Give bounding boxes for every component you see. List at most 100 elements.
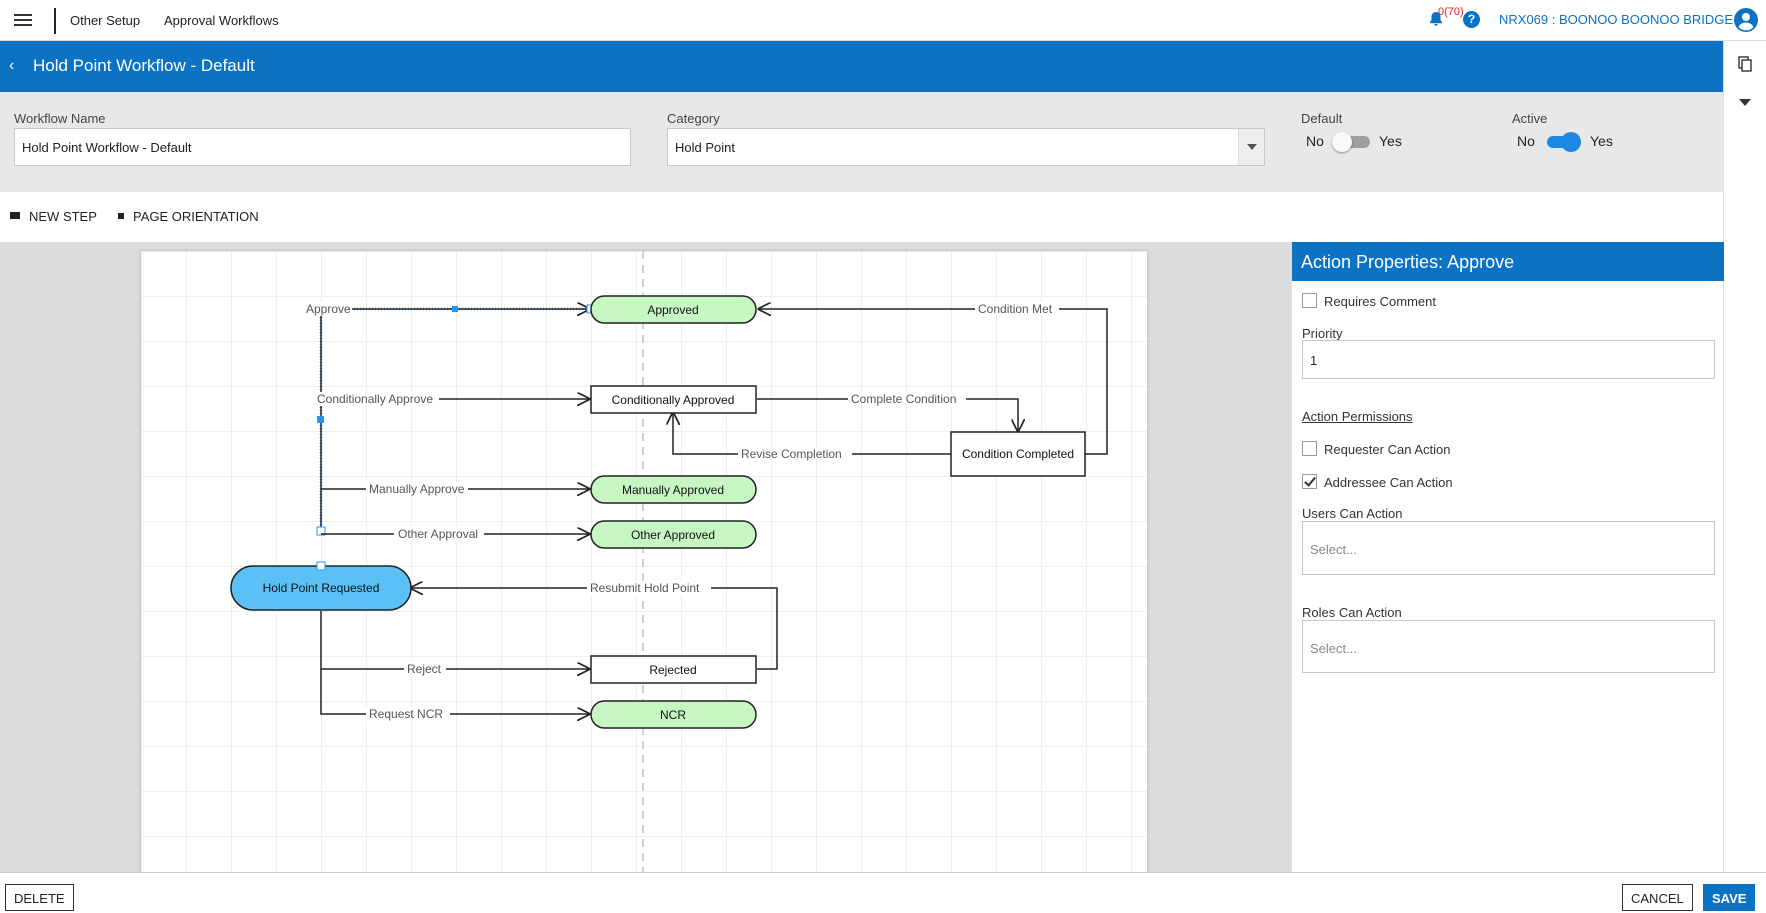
category-value: Hold Point (675, 140, 735, 155)
addressee-can-action-label: Addressee Can Action (1324, 475, 1453, 490)
copy-icon[interactable] (1738, 56, 1752, 72)
node-hold-point-requested[interactable]: Hold Point Requested (230, 565, 412, 611)
chevron-down-icon[interactable] (1238, 129, 1264, 165)
requires-comment-checkbox[interactable] (1302, 293, 1317, 308)
edge-label-conditionally-approve[interactable]: Conditionally Approve (317, 392, 433, 406)
default-toggle-knob (1332, 132, 1352, 152)
edge-request-ncr-line[interactable] (320, 669, 589, 714)
edge-label-reject[interactable]: Reject (407, 662, 442, 676)
notification-count: 0(70) (1438, 6, 1464, 18)
page-orientation-button[interactable]: PAGE ORIENTATION (118, 209, 259, 224)
edge-revise-completion-line[interactable] (673, 413, 951, 455)
workflow-form: Workflow Name Hold Point Workflow - Defa… (0, 92, 1723, 192)
cancel-button[interactable]: CANCEL (1622, 884, 1693, 911)
bell-icon[interactable] (1428, 11, 1444, 27)
new-step-button[interactable]: NEW STEP (10, 209, 97, 224)
edge-label-complete-condition[interactable]: Complete Condition (851, 392, 956, 406)
node-rejected[interactable]: Rejected (590, 655, 757, 684)
node-other-approved[interactable]: Other Approved (590, 520, 757, 549)
diagram-canvas[interactable]: Approve Conditionally Approve Manually A… (0, 242, 1291, 872)
users-can-action-select[interactable]: Select... (1302, 521, 1715, 575)
top-bar: Other Setup Approval Workflows 0(70) ? N… (0, 0, 1766, 41)
roles-can-action-select[interactable]: Select... (1302, 620, 1715, 673)
edge-complete-condition-line[interactable] (757, 398, 1018, 431)
selection-handle[interactable] (317, 416, 324, 423)
edge-label-bg (738, 447, 852, 461)
selection-handle[interactable] (316, 526, 326, 536)
node-approved[interactable]: Approved (590, 295, 757, 324)
edge-label-bg (366, 707, 450, 721)
user-avatar-icon[interactable] (1734, 8, 1758, 32)
node-shape (590, 700, 757, 729)
delete-button[interactable]: DELETE (5, 884, 74, 911)
page-title: Hold Point Workflow - Default (33, 56, 255, 75)
hamburger-menu-icon[interactable] (14, 11, 32, 29)
node-manually-approved[interactable]: Manually Approved (590, 475, 757, 504)
help-icon[interactable]: ? (1463, 11, 1480, 28)
edge-label-condition-met[interactable]: Condition Met (978, 302, 1053, 316)
footer-bar: DELETE CANCEL SAVE (0, 872, 1766, 913)
breadcrumb-other-setup[interactable]: Other Setup (70, 13, 141, 28)
active-no-label: No (1517, 133, 1535, 149)
node-label: NCR (660, 708, 686, 722)
edge-label-manually-approve[interactable]: Manually Approve (369, 482, 465, 496)
active-yes-label: Yes (1590, 133, 1613, 149)
edge-label-other-approval[interactable]: Other Approval (398, 527, 478, 541)
active-toggle[interactable] (1543, 132, 1581, 152)
requester-can-action-label: Requester Can Action (1324, 442, 1451, 457)
edge-reject-line[interactable] (320, 611, 589, 669)
node-condition-completed[interactable]: Condition Completed (950, 431, 1086, 477)
default-yes-label: Yes (1379, 133, 1402, 149)
diagram-toolbar: NEW STEP PAGE ORIENTATION (0, 192, 1723, 242)
workflow-diagram: Approve Conditionally Approve Manually A… (230, 251, 1108, 872)
node-ncr[interactable]: NCR (590, 700, 757, 729)
active-label: Active (1512, 111, 1548, 126)
breadcrumb-approval-workflows[interactable]: Approval Workflows (164, 13, 279, 28)
workflow-name-input[interactable]: Hold Point Workflow - Default (14, 128, 631, 166)
edge-approve-selection (319, 307, 589, 531)
divider (54, 8, 56, 34)
node-label: Other Approved (631, 528, 715, 542)
roles-can-action-label: Roles Can Action (1302, 605, 1402, 620)
addressee-can-action-checkbox[interactable] (1302, 474, 1317, 489)
back-chevron-icon[interactable]: ‹ (9, 57, 15, 74)
edge-label-bg (975, 302, 1059, 316)
edge-label-bg (848, 392, 966, 406)
page-orientation-icon (118, 212, 124, 219)
node-shape (950, 431, 1086, 477)
node-shape (590, 385, 757, 414)
diagram-page: Approve Conditionally Approve Manually A… (141, 251, 1147, 872)
action-properties-panel: Action Properties: Approve Requires Comm… (1291, 242, 1724, 872)
edge-approve-line (320, 309, 589, 531)
edge-label-request-ncr[interactable]: Request NCR (369, 707, 443, 721)
node-label: Rejected (649, 663, 696, 677)
category-select[interactable]: Hold Point (667, 128, 1265, 166)
edge-label-approve[interactable]: Approve (306, 302, 351, 316)
workflow-name-label: Workflow Name (14, 111, 106, 126)
edge-label-bg (394, 527, 484, 541)
properties-title: Action Properties: Approve (1292, 242, 1724, 281)
node-label: Approved (647, 303, 698, 317)
selection-handle[interactable] (452, 306, 458, 312)
edge-label-resubmit-hold-point[interactable]: Resubmit Hold Point (590, 581, 700, 595)
node-conditionally-approved[interactable]: Conditionally Approved (590, 385, 757, 414)
edge-label-revise-completion[interactable]: Revise Completion (741, 447, 842, 461)
edge-condition-met-line[interactable] (759, 309, 1108, 455)
selection-handle[interactable] (316, 561, 326, 571)
node-label: Condition Completed (962, 447, 1074, 461)
caret-down-icon[interactable] (1738, 97, 1752, 107)
right-rail (1723, 41, 1766, 872)
edge-label-bg (315, 392, 439, 406)
project-selector[interactable]: NRX069 : BOONOO BOONOO BRIDGE (1499, 12, 1734, 27)
default-toggle[interactable] (1332, 132, 1370, 152)
save-button[interactable]: SAVE (1703, 884, 1756, 911)
action-permissions-heading: Action Permissions (1302, 409, 1413, 424)
priority-input[interactable]: 1 (1302, 340, 1715, 379)
node-shape (590, 655, 757, 684)
node-label: Hold Point Requested (263, 581, 380, 595)
page-header: ‹ Hold Point Workflow - Default (0, 41, 1723, 92)
edge-approve[interactable] (316, 305, 596, 536)
new-step-icon (10, 212, 20, 220)
requester-can-action-checkbox[interactable] (1302, 441, 1317, 456)
default-label: Default (1301, 111, 1343, 126)
